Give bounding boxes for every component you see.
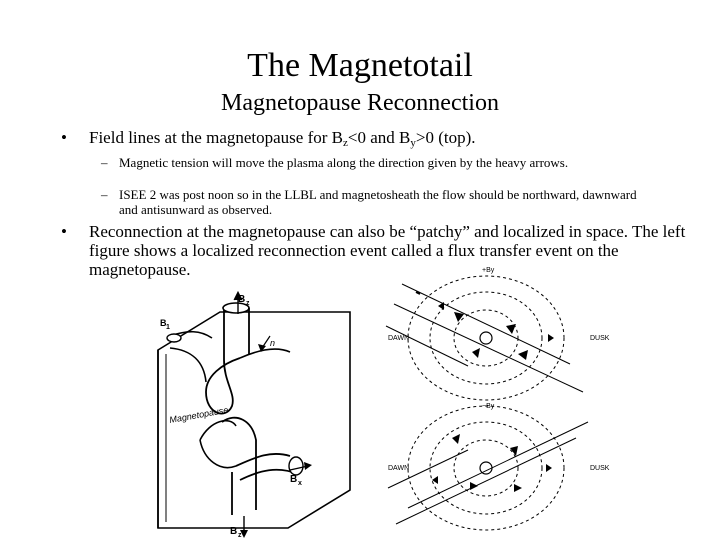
top-panel: +By DAWN DUSK	[385, 267, 610, 401]
bullet-1-sub-z: z	[343, 137, 348, 149]
subitem-2: – ISEE 2 was post noon so in the LLBL an…	[101, 187, 639, 217]
bz-bottom-label: B	[230, 526, 237, 537]
bullet-mark: •	[61, 128, 67, 147]
bullet-mark: •	[61, 222, 67, 241]
bullet-1-text-b: <0 and B	[347, 128, 411, 147]
upper-flux-tube	[205, 310, 241, 415]
bullet-1-text-a: Field lines at the magnetopause for B	[89, 128, 343, 147]
bullet-2-text: Reconnection at the magnetopause can als…	[89, 222, 686, 279]
magnetopause-field-lines-figure: +By DAWN DUSK −By DAWN DUSK	[385, 267, 610, 531]
top-pole-label: +By	[482, 267, 495, 274]
top-dawn-label: DAWN	[388, 335, 409, 342]
b1-sub: 1	[166, 324, 170, 331]
bullet-2: • Reconnection at the magnetopause can a…	[61, 222, 689, 279]
normal-label: n	[270, 338, 275, 348]
slide-subtitle: Magnetopause Reconnection	[221, 90, 499, 116]
lower-flux-tube	[221, 416, 257, 510]
b1-label: B	[160, 318, 167, 328]
bottom-panel: −By DAWN DUSK	[387, 403, 610, 531]
subitem-1: – Magnetic tension will move the plasma …	[101, 155, 639, 170]
bz-bottom-sub: z	[238, 532, 242, 539]
slide-title: The Magnetotail	[247, 47, 473, 84]
bottom-dusk-label: DUSK	[590, 465, 610, 472]
bullet-1: • Field lines at the magnetopause for Bz…	[61, 128, 689, 149]
bullet-1-text-c: >0 (top).	[415, 128, 476, 147]
bz-top-label: B	[238, 294, 245, 305]
bottom-dawn-label: DAWN	[388, 465, 409, 472]
sub-mark: –	[101, 155, 108, 170]
top-dusk-label: DUSK	[590, 335, 610, 342]
bullet-1-sub-y: y	[410, 137, 416, 149]
flux-transfer-event-figure: B z B 1 n Magnetopause B x B z	[157, 290, 351, 539]
bz-top-sub: z	[246, 300, 250, 307]
bx-sub: x	[298, 480, 302, 487]
subitem-1-text: Magnetic tension will move the plasma al…	[119, 155, 569, 170]
sub-mark: –	[101, 187, 108, 202]
subitem-2-text: ISEE 2 was post noon so in the LLBL and …	[119, 187, 637, 217]
bx-label: B	[290, 474, 297, 485]
